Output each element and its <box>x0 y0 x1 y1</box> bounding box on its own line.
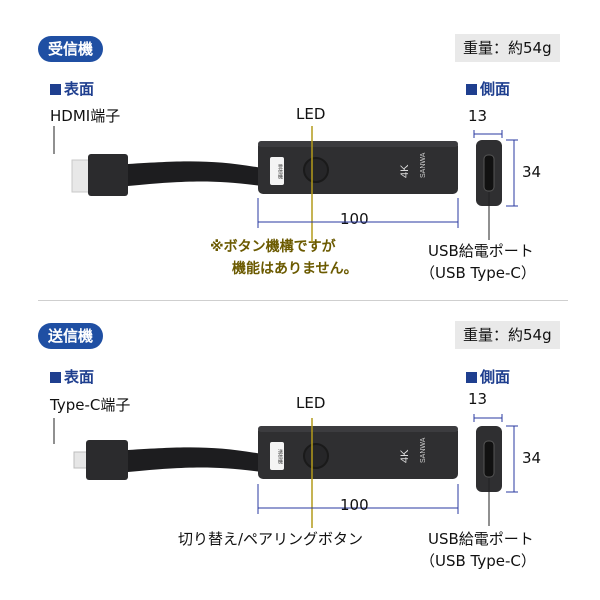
transmitter-logo: 4K <box>399 449 411 463</box>
transmitter-usb-label: USB給電ポート <box>428 530 534 548</box>
transmitter-led-label: LED <box>296 394 326 412</box>
transmitter-button-label: 切り替え/ペアリングボタン <box>178 530 364 548</box>
receiver-led-button <box>303 157 329 183</box>
transmitter-brand: SANWA <box>420 437 427 463</box>
receiver-side-height: 34 <box>522 163 542 181</box>
transmitter-side-heading: 側面 <box>466 366 510 387</box>
receiver-hdmi-plug-tip <box>71 159 91 193</box>
transmitter-connector-label: Type-C端子 <box>50 396 131 414</box>
receiver-connector-label: HDMI端子 <box>50 107 121 125</box>
square-bullet-icon <box>50 84 61 95</box>
receiver-brand: SANWA <box>420 152 427 178</box>
receiver-length: 100 <box>340 210 369 228</box>
transmitter-front-heading: 表面 <box>50 366 94 387</box>
receiver-sticker-text: 受信機 <box>277 163 283 179</box>
receiver-badge: 受信機 <box>38 36 104 62</box>
transmitter-sticker-text: 送信機 <box>277 448 283 464</box>
receiver-usb-type: （USB Type-C） <box>420 264 536 282</box>
square-bullet-icon <box>466 372 477 383</box>
transmitter-typec-tip <box>73 451 89 469</box>
receiver-side-heading: 側面 <box>466 78 510 99</box>
receiver-body <box>258 141 458 194</box>
receiver-led-label: LED <box>296 105 326 123</box>
receiver-front-heading: 表面 <box>50 78 94 99</box>
transmitter-weight: 重量：約54g <box>455 321 560 349</box>
receiver-side-width: 13 <box>468 107 488 125</box>
transmitter-side-height: 34 <box>522 449 542 467</box>
transmitter-length: 100 <box>340 496 369 514</box>
section-divider <box>38 300 568 301</box>
transmitter-body <box>258 426 458 479</box>
receiver-weight: 重量：約54g <box>455 34 560 62</box>
transmitter-badge: 送信機 <box>38 323 104 349</box>
receiver-sticker <box>270 157 284 185</box>
transmitter-sticker <box>270 442 284 470</box>
transmitter-typec-body <box>86 440 128 480</box>
square-bullet-icon <box>466 84 477 95</box>
transmitter-usb-port <box>483 440 495 478</box>
square-bullet-icon <box>50 372 61 383</box>
receiver-hdmi-plug-body <box>88 154 128 196</box>
transmitter-pairing-button <box>303 443 329 469</box>
receiver-usb-port <box>483 154 495 192</box>
transmitter-cable <box>128 447 262 472</box>
transmitter-usb-type: （USB Type-C） <box>420 552 536 570</box>
receiver-cable <box>128 161 262 186</box>
receiver-note-line1: ※ボタン機構ですが <box>210 239 336 255</box>
transmitter-side-width: 13 <box>468 390 488 408</box>
receiver-usb-label: USB給電ポート <box>428 242 534 260</box>
receiver-note-line2: 機能はありません。 <box>232 261 358 277</box>
receiver-logo: 4K <box>399 164 411 178</box>
